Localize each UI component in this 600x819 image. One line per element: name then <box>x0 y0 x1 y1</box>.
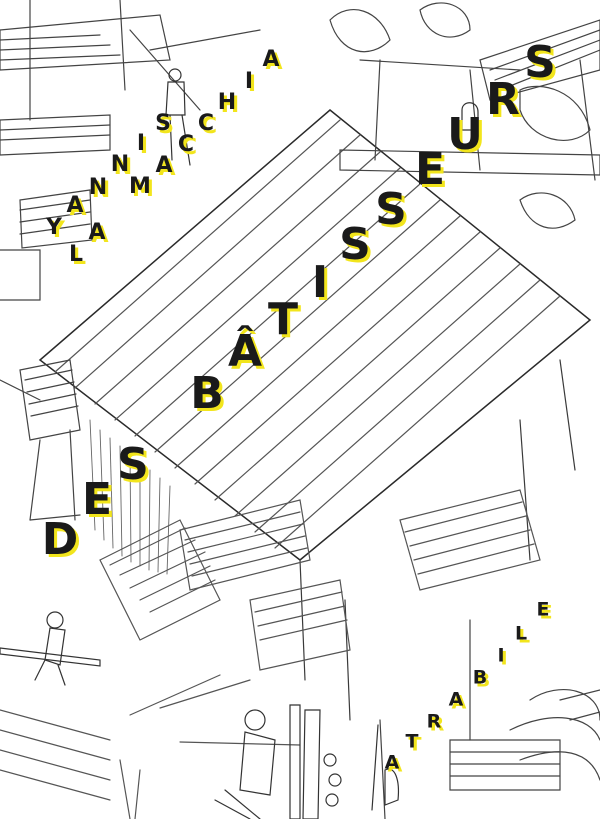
author-letter: A <box>155 153 173 178</box>
title-letter: S <box>375 184 407 235</box>
title-letter: S <box>117 439 149 490</box>
publisher-letter: A <box>448 688 464 711</box>
child-with-pole <box>371 724 400 811</box>
publisher-letter: E <box>536 598 550 621</box>
title-letter: D <box>41 514 79 565</box>
author-letter: C <box>197 111 215 136</box>
publisher-letter: T <box>405 730 419 753</box>
author-letter: C <box>177 132 195 157</box>
author-letter: S <box>155 111 171 136</box>
publisher-letter: L <box>514 622 528 645</box>
author-letter: N <box>88 175 108 200</box>
author-letter: N <box>110 152 130 177</box>
title-letter: T <box>267 294 299 345</box>
author-letter: H <box>217 90 237 115</box>
author-letter: L <box>68 242 84 267</box>
corrugated-panels <box>99 489 541 671</box>
main-roof <box>38 109 592 721</box>
author-letter: I <box>244 69 254 94</box>
title-letter: S <box>339 219 371 270</box>
palms-bottom-right <box>379 619 600 819</box>
title-letter: Â <box>227 326 263 377</box>
title-letter: R <box>486 74 520 125</box>
shacks-top-left <box>0 0 261 301</box>
author-letter: A <box>262 47 280 72</box>
author-letter: A <box>66 193 84 218</box>
title-letter: E <box>414 144 446 195</box>
shacks-top-right <box>329 2 600 229</box>
man-walking <box>165 68 191 166</box>
publisher-letter: I <box>497 644 505 667</box>
author-letter: I <box>136 131 146 156</box>
title-letter: B <box>190 368 224 419</box>
title-letter: I <box>311 257 329 308</box>
publisher-letter: B <box>472 666 488 689</box>
person-peeking <box>461 102 479 131</box>
author-letter: M <box>129 174 151 199</box>
loose-planks <box>0 674 301 819</box>
title-letter: U <box>447 109 483 160</box>
title-letter: E <box>81 474 113 525</box>
worker-nailing-boards <box>214 704 342 819</box>
publisher-letter: R <box>426 710 442 733</box>
worker-carrying-plank <box>0 611 101 686</box>
author-letter: Y <box>46 215 62 240</box>
scaffolding-left <box>0 359 81 521</box>
author-letter: A <box>88 220 106 245</box>
title-letter: S <box>524 37 556 88</box>
publisher-letter: A <box>384 751 400 774</box>
